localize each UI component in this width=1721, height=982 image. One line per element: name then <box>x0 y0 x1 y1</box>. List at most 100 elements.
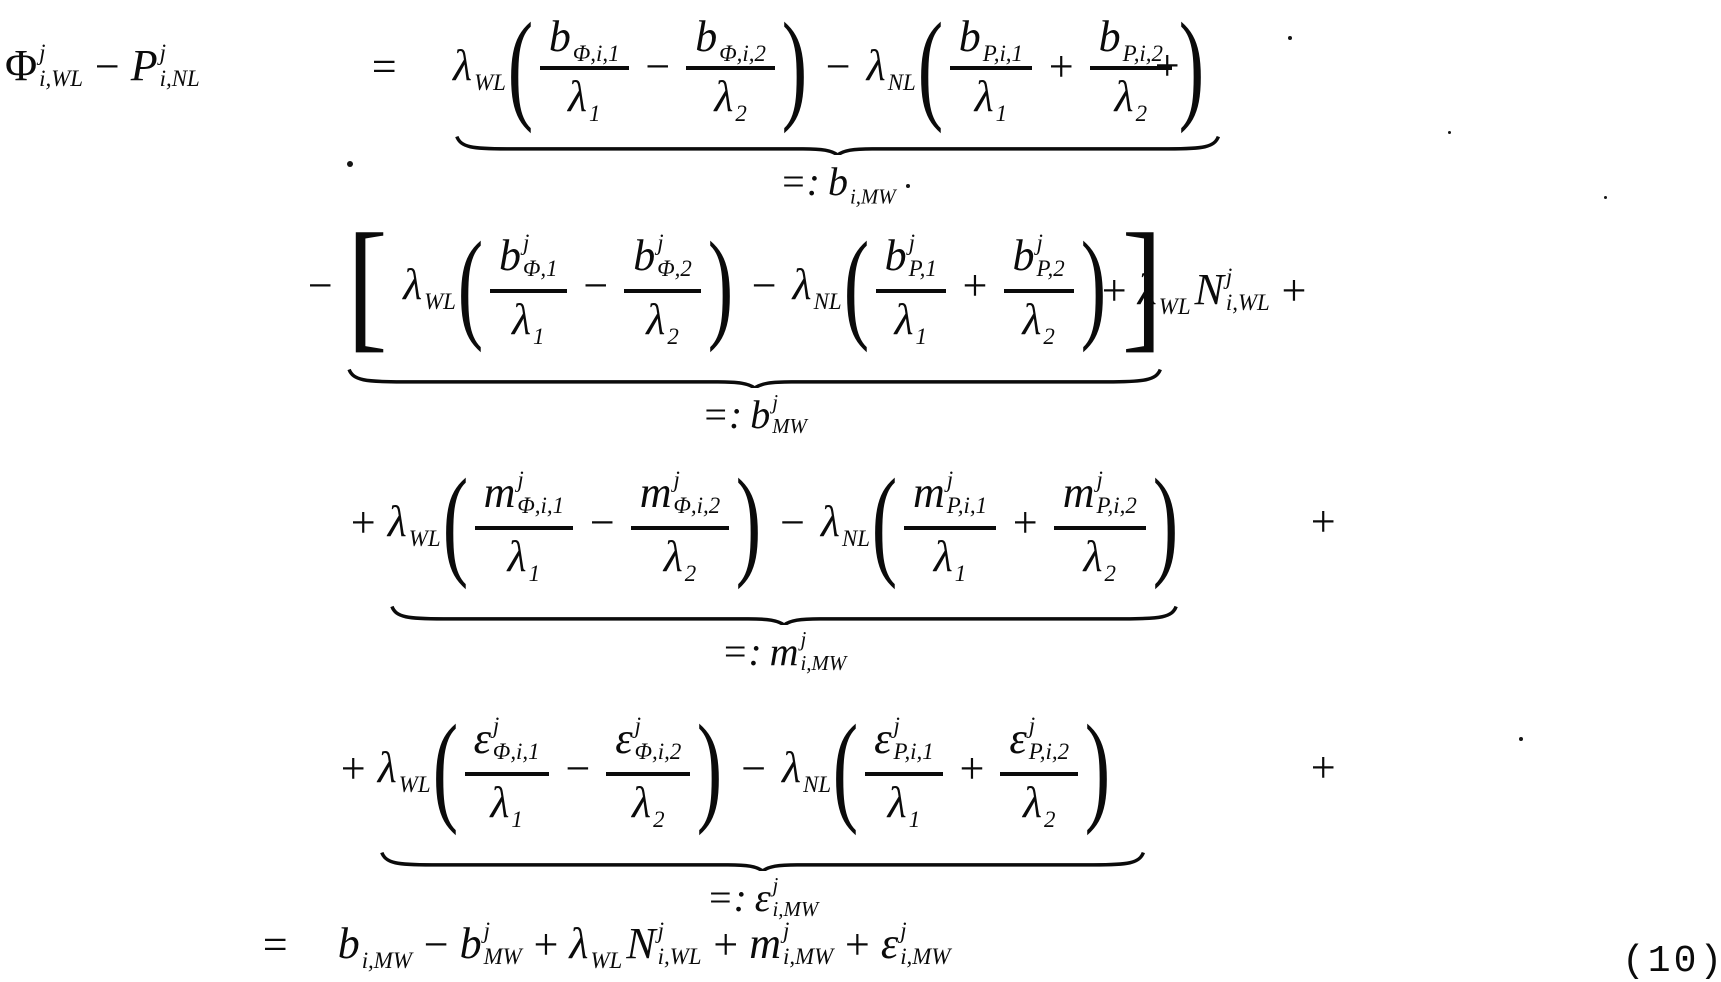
right-paren: ) <box>782 15 807 116</box>
subscript: WL <box>409 527 441 553</box>
subscript: 1 <box>533 324 544 350</box>
plus-after-line-4: + <box>1308 742 1338 793</box>
left-paren: ( <box>432 717 457 818</box>
equation-line-1: Φji,WL − Pji,NL = λWL ( bΦ,i,1λ1 − bΦ,i,… <box>5 0 1222 205</box>
defined-as: =: <box>702 391 742 438</box>
subscript: 2 <box>1043 324 1054 350</box>
lambda-nl: λNL <box>821 500 870 544</box>
superscript: j <box>484 918 490 944</box>
subscript: 2 <box>735 102 746 128</box>
lambda-nl: λNL <box>867 44 916 88</box>
subscript: MW <box>772 415 807 438</box>
plus-operator: + <box>531 919 561 970</box>
left-paren: ( <box>442 471 467 572</box>
subscript: Φ,2 <box>657 256 692 282</box>
term-b-j-mw: bjMW <box>460 918 522 969</box>
right-paren: ) <box>1153 471 1178 572</box>
superscript: j <box>493 713 499 739</box>
fraction: εjP,i,1λ1 <box>865 711 943 824</box>
scan-noise-dot <box>1604 196 1607 199</box>
subscript: WL <box>399 773 431 799</box>
fraction: bjP,1λ1 <box>876 228 946 341</box>
superscript: j <box>523 230 529 256</box>
minus-operator: − <box>92 41 122 92</box>
equation-line-4: + λWL ( εjΦ,i,1λ1 − εjΦ,i,2λ2 ) − λNL ( … <box>338 688 1147 921</box>
subscript: WL <box>474 71 506 97</box>
subscript: 1 <box>909 807 920 833</box>
subscript: 2 <box>1136 102 1147 128</box>
subscript: Φ,i,1 <box>493 739 540 765</box>
subscript: 2 <box>685 561 696 587</box>
fraction: bjΦ,1λ1 <box>490 228 567 341</box>
superscript: j <box>658 918 664 944</box>
subscript: i,MW <box>783 944 833 970</box>
subscript: 1 <box>589 102 600 128</box>
fraction: bjP,2λ2 <box>1004 228 1074 341</box>
fraction: bΦ,i,2λ2 <box>686 13 775 119</box>
fraction: mjP,i,1λ1 <box>904 465 996 578</box>
bias-group-receiver: λWL ( bΦ,i,1λ1 − bΦ,i,2λ2 ) − λNL ( bP,i… <box>453 0 1222 205</box>
subscript: NL <box>842 527 870 553</box>
right-paren: ) <box>1179 15 1204 116</box>
superscript: j <box>657 230 663 256</box>
minus-operator: − <box>777 497 807 548</box>
subscript: P,i,1 <box>983 42 1023 68</box>
subscript: 1 <box>996 102 1007 128</box>
subscript: 2 <box>1044 807 1055 833</box>
minus-operator: − <box>581 260 611 311</box>
equation-line-3: + λWL ( mjΦ,i,1λ1 − mjΦ,i,2λ2 ) − λNL ( … <box>348 442 1180 675</box>
fraction: εjΦ,i,2λ2 <box>606 711 690 824</box>
wide-lane-ambiguity: Nji,WL <box>626 918 701 969</box>
plus-after-line-1: + <box>1152 40 1182 91</box>
right-paren: ) <box>708 234 733 335</box>
subscript: 1 <box>529 561 540 587</box>
subscript: NL <box>803 773 831 799</box>
lambda-wl: λWL <box>569 922 622 966</box>
subscript: Φ,i,2 <box>719 42 766 68</box>
superscript: j <box>893 713 899 739</box>
right-paren: ) <box>736 471 761 572</box>
underbrace <box>378 851 1147 871</box>
underbrace-label-b-j-mw: =: bjMW <box>345 391 1164 438</box>
minus-operator: − <box>563 743 593 794</box>
term-p-nl: Pji,NL <box>131 40 200 91</box>
left-bracket: [ <box>346 227 387 343</box>
superscript: j <box>772 391 778 414</box>
plus-operator: + <box>960 260 990 311</box>
bias-group-satellite: [ λWL ( bjΦ,1λ1 − bjΦ,2λ2 ) − λNL ( bjP,… <box>345 205 1164 438</box>
subscript: i,NL <box>160 66 200 92</box>
superscript: j <box>160 40 166 66</box>
subscript: P,i,2 <box>1029 739 1069 765</box>
subscript: WL <box>1159 295 1191 321</box>
underbrace <box>453 135 1222 155</box>
scan-noise-dot <box>1519 737 1523 741</box>
subscript: Φ,i,1 <box>573 42 620 68</box>
right-paren: ) <box>697 717 722 818</box>
equation-lhs: Φji,WL − Pji,NL <box>5 0 327 132</box>
plus-operator: + <box>1046 41 1076 92</box>
lambda-wl: λWL <box>1138 268 1191 312</box>
superscript: j <box>1097 467 1103 493</box>
subscript: 2 <box>653 807 664 833</box>
lambda-wl: λWL <box>403 263 456 307</box>
superscript: j <box>39 40 45 66</box>
scan-noise-dot <box>347 161 353 167</box>
left-paren: ( <box>458 234 483 335</box>
base: P <box>131 44 158 88</box>
plus-operator: + <box>842 919 872 970</box>
subscript: NL <box>814 290 842 316</box>
subscript: 2 <box>1105 561 1116 587</box>
minus-operator: − <box>823 41 853 92</box>
superscript: j <box>783 918 789 944</box>
fraction: mjP,i,2λ2 <box>1054 465 1146 578</box>
superscript: j <box>1226 264 1232 290</box>
subscript: WL <box>424 290 456 316</box>
subscript: MW <box>484 944 522 970</box>
scan-noise-dot <box>1448 131 1451 134</box>
fraction: mjΦ,i,1λ1 <box>475 465 573 578</box>
fraction: bjΦ,2λ2 <box>624 228 701 341</box>
fraction: εjΦ,i,1λ1 <box>465 711 549 824</box>
plus-operator: + <box>957 743 987 794</box>
subscript: i,MW <box>362 949 412 975</box>
plus-operator: + <box>1010 497 1040 548</box>
